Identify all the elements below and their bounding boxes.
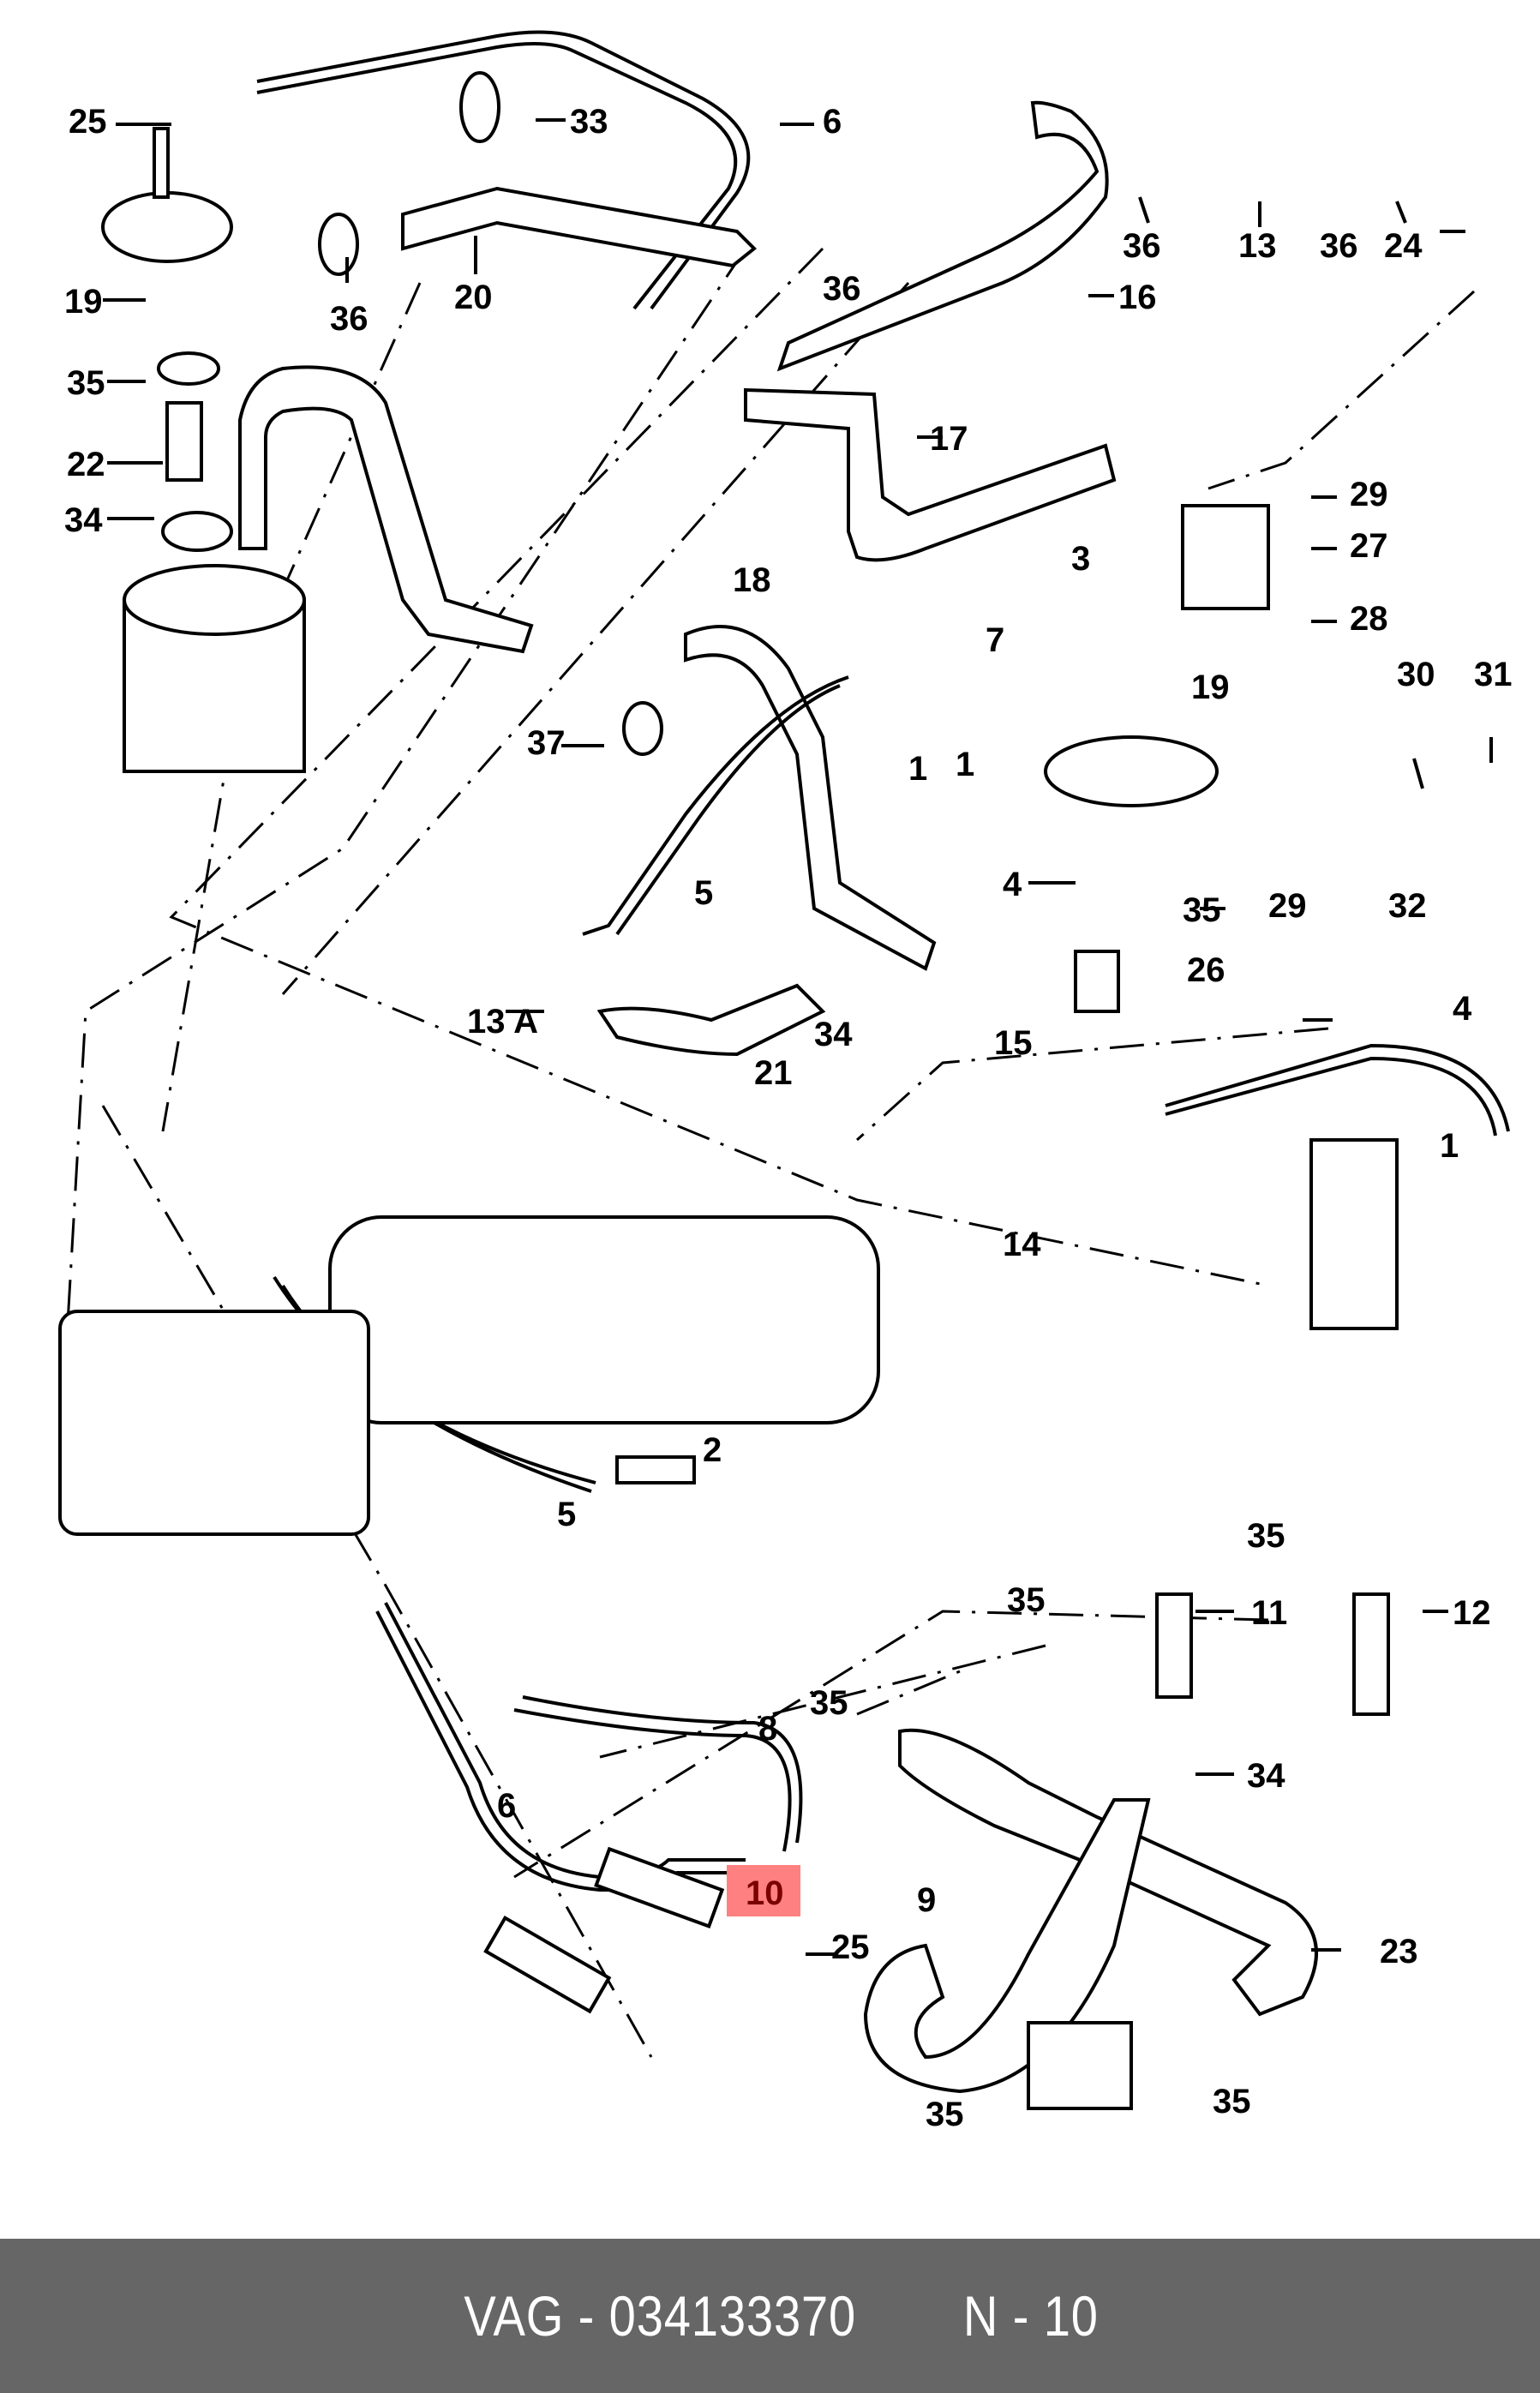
components (58, 71, 1399, 2110)
callout-37: 37 (527, 724, 566, 762)
callout-30: 30 (1397, 656, 1435, 693)
callout-11: 11 (1251, 1594, 1287, 1632)
valve-lower (1027, 2021, 1133, 2110)
callout-4: 4 (1453, 990, 1472, 1028)
callout-26: 26 (1187, 951, 1225, 989)
t-piece-11 (1155, 1592, 1193, 1699)
clamp-36 (318, 213, 359, 276)
callout-36: 36 (1320, 227, 1358, 265)
hose-10 (594, 1846, 725, 1928)
fuel-distributor (58, 1310, 370, 1536)
callout-25: 25 (831, 1928, 870, 1966)
callout-29: 29 (1350, 476, 1388, 513)
callout-1: 1 (908, 750, 927, 788)
hoses (238, 30, 1510, 2094)
callout-35: 35 (926, 2096, 964, 2133)
callout-31: 31 (1474, 656, 1513, 693)
callout-34: 34 (64, 501, 103, 539)
callout-8: 8 (758, 1710, 777, 1748)
callout-23: 23 (1380, 1933, 1418, 1970)
hose-21 (596, 983, 826, 1057)
callout-6: 6 (497, 1787, 516, 1825)
callout-19: 19 (64, 283, 103, 321)
callout-2: 2 (703, 1431, 722, 1469)
callout-reference: N - 10 (962, 2284, 1099, 2348)
callout-35: 35 (67, 364, 105, 402)
distributor (1309, 1138, 1399, 1330)
callout-13a: 13 A (467, 1003, 538, 1041)
callout-5: 5 (557, 1496, 576, 1533)
callout-27: 27 (1350, 527, 1388, 565)
parts-diagram-svg: 25 33 6 19 36 20 35 22 34 36 13 36 24 36… (58, 30, 1513, 2133)
callout-1: 1 (956, 746, 974, 783)
callout-5: 5 (694, 874, 713, 912)
callout-12: 12 (1453, 1594, 1491, 1632)
footer-bar: VAG - 034133370 N - 10 (0, 2239, 1540, 2393)
callout-17: 17 (930, 420, 968, 458)
callout-14: 14 (1003, 1226, 1041, 1263)
callout-4: 4 (1003, 866, 1022, 903)
valve-nozzle (153, 127, 170, 199)
clamp-33 (459, 71, 500, 143)
callout-35: 35 (1007, 1581, 1046, 1619)
clamp-34 (161, 511, 233, 552)
callout-13: 13 (1238, 227, 1277, 265)
callout-33: 33 (570, 103, 608, 141)
callout-35: 35 (1247, 1517, 1285, 1555)
callout-28: 28 (1350, 600, 1388, 638)
hose-18a (238, 365, 534, 654)
hose-6-connector (483, 1915, 612, 2014)
callout-6: 6 (823, 103, 842, 141)
callout-24: 24 (1384, 227, 1423, 265)
callout-36: 36 (1123, 227, 1161, 265)
part-26 (1074, 950, 1120, 1013)
brand-part-number: VAG - 034133370 (464, 2284, 857, 2348)
callout-25: 25 (69, 103, 107, 141)
callout-18: 18 (733, 561, 771, 599)
t-piece-12 (1352, 1592, 1390, 1716)
leader-lines (103, 118, 1493, 1956)
callout-34: 34 (1247, 1757, 1285, 1795)
callout-9: 9 (917, 1881, 936, 1919)
hose-18 (684, 625, 937, 971)
callout-35: 35 (810, 1684, 848, 1722)
callout-15: 15 (994, 1024, 1033, 1062)
hose-20 (401, 186, 757, 268)
callout-22: 22 (67, 446, 105, 483)
callout-21: 21 (754, 1054, 793, 1092)
hose-22 (165, 401, 203, 482)
intake-manifold (328, 1215, 880, 1424)
callout-1: 1 (1440, 1127, 1459, 1165)
callout-16: 16 (1118, 279, 1157, 316)
callout-32: 32 (1388, 887, 1427, 925)
callout-36: 36 (823, 270, 861, 308)
callout-labels: 25 33 6 19 36 20 35 22 34 36 13 36 24 36… (64, 103, 1513, 2133)
callout-19: 19 (1191, 669, 1230, 706)
callout-29: 29 (1268, 887, 1307, 925)
callout-20: 20 (454, 279, 493, 316)
hose-2 (615, 1455, 696, 1484)
callout-3: 3 (1071, 540, 1090, 578)
callout-34: 34 (814, 1016, 853, 1053)
callout-10: 10 (746, 1874, 784, 1912)
parts-diagram: 25 33 6 19 36 20 35 22 34 36 13 36 24 36… (58, 30, 1513, 2133)
vacuum-valve-19-left (101, 191, 233, 263)
solenoid-valve-27 (1181, 504, 1270, 610)
hose-17 (744, 387, 1117, 562)
hose-16 (776, 100, 1109, 372)
vacuum-valve-19-right (1044, 735, 1219, 807)
callout-35: 35 (1213, 2083, 1251, 2120)
callout-35: 35 (1183, 891, 1221, 929)
callout-highlight (727, 1865, 800, 1916)
callout-7: 7 (986, 621, 1004, 659)
clamp-37 (622, 701, 663, 756)
clamp-35 (157, 351, 220, 386)
callout-36: 36 (330, 300, 369, 338)
